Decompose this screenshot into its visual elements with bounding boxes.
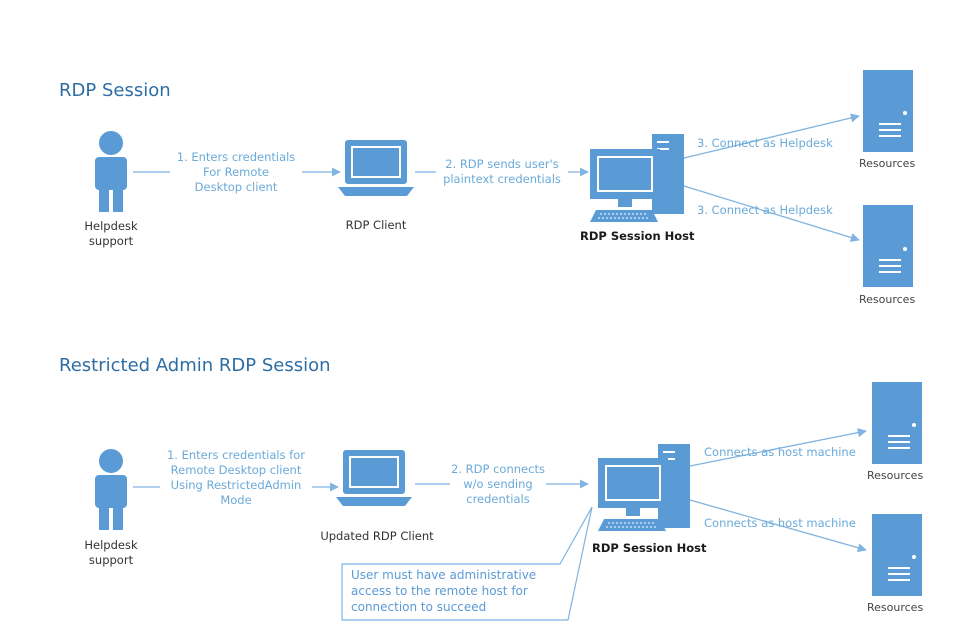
bottom-session-host-label: RDP Session Host <box>592 541 707 555</box>
top-session-host-label: RDP Session Host <box>580 229 695 243</box>
callout-line-3: connection to succeed <box>351 600 487 614</box>
bottom-resource-b-label: Resources <box>867 601 924 614</box>
top-resource-b-server-icon <box>863 205 913 287</box>
callout-box <box>341 506 593 621</box>
bottom-resource-a-server-icon <box>872 382 922 464</box>
bottom-resource-b-server-icon <box>872 514 922 596</box>
top-resource-a-label: Resources <box>859 157 916 170</box>
bottom-step2-line-3: credentials <box>466 492 530 506</box>
top-person-label-line-1: Helpdesk <box>84 219 138 233</box>
bottom-section-title: Restricted Admin RDP Session <box>59 355 331 376</box>
top-person-label-line-2: support <box>88 234 134 248</box>
bottom-step1-line-3: Using RestrictedAdmin <box>170 478 302 492</box>
bottom-person-label-line-1: Helpdesk <box>84 538 138 552</box>
top-step2-line-2: plaintext credentials <box>443 172 561 186</box>
top-step1-line-1: 1. Enters credentials <box>176 150 296 164</box>
top-step3a-label: 3. Connect as Helpdesk <box>697 136 833 150</box>
top-step2-label: 2. RDP sends user's plaintext credential… <box>436 157 568 187</box>
bottom-helpdesk-person-icon <box>95 449 127 530</box>
bottom-step1-label: 1. Enters credentials for Remote Desktop… <box>160 448 312 508</box>
bottom-step1-line-2: Remote Desktop client <box>170 463 302 477</box>
top-client-label: RDP Client <box>345 218 407 232</box>
callout-line-1: User must have administrative <box>351 568 537 582</box>
callout-line-2: access to the remote host for <box>351 584 528 598</box>
bottom-updated-client-laptop-icon <box>336 450 412 506</box>
bottom-session-host-computer-icon <box>598 444 690 531</box>
callout-text: User must have administrative access to … <box>351 567 536 615</box>
bottom-step2-line-2: w/o sending <box>463 477 533 491</box>
top-step1-line-3: Desktop client <box>194 180 278 194</box>
bottom-connect-b-label: Connects as host machine <box>704 516 856 530</box>
bottom-client-label: Updated RDP Client <box>320 529 434 543</box>
top-session-host-computer-icon <box>590 134 684 222</box>
top-step2-line-1: 2. RDP sends user's <box>445 157 559 171</box>
bottom-person-label: Helpdesk support <box>82 538 140 568</box>
top-section-title: RDP Session <box>59 80 171 101</box>
bottom-step1-line-4: Mode <box>220 493 252 507</box>
bottom-step2-line-1: 2. RDP connects <box>451 462 545 476</box>
bottom-step2-label: 2. RDP connects w/o sending credentials <box>450 462 546 507</box>
top-flow-line-host-to-resource-a <box>683 113 860 159</box>
bottom-flow-line-host-to-resource-a <box>689 428 867 467</box>
top-person-label: Helpdesk support <box>82 219 140 249</box>
bottom-flow-line-host-to-resource-b <box>689 499 867 553</box>
top-rdp-client-laptop-icon <box>338 140 414 196</box>
top-step3b-label: 3. Connect as Helpdesk <box>697 203 833 217</box>
top-resource-b-label: Resources <box>859 293 916 306</box>
top-flow-line-host-to-resource-b <box>683 185 860 242</box>
top-step1-line-2: For Remote <box>203 165 269 179</box>
top-step1-label: 1. Enters credentials For Remote Desktop… <box>170 150 302 195</box>
bottom-step1-line-1: 1. Enters credentials for <box>166 448 306 462</box>
top-helpdesk-person-icon <box>95 131 127 212</box>
bottom-person-label-line-2: support <box>88 553 134 567</box>
bottom-resource-a-label: Resources <box>867 469 924 482</box>
top-resource-a-server-icon <box>863 70 913 152</box>
bottom-connect-a-label: Connects as host machine <box>704 445 856 459</box>
